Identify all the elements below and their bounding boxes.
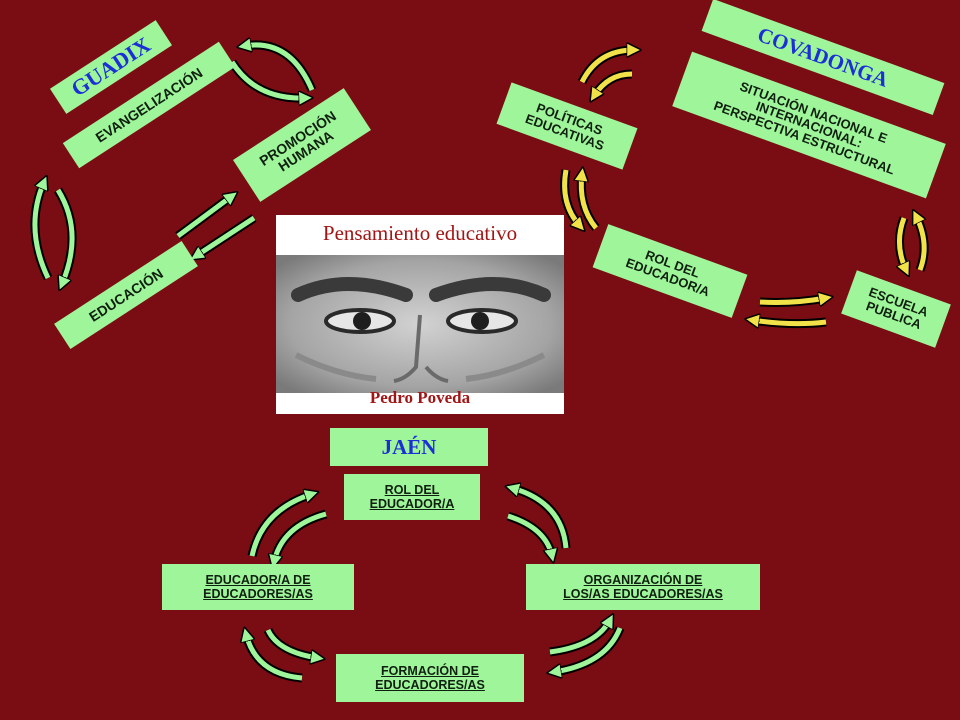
arrow-escuela-situacion — [916, 216, 929, 272]
jaen-formacion-box: FORMACIÓN DE EDUCADORES/AS — [336, 654, 524, 702]
portrait-face-sketch — [276, 255, 564, 393]
arrow-evangelizacion-promocion — [244, 45, 317, 92]
arrow-formacion-organizacion — [549, 620, 610, 657]
arrow-educador-formacion — [263, 627, 318, 658]
arrow-situacion-politicas — [594, 69, 633, 96]
jaen-educador-box: EDUCADOR/A DE EDUCADORES/AS — [162, 564, 354, 610]
arrow-rol-educador — [274, 509, 328, 562]
arrow-rol-politicas — [581, 174, 600, 231]
jaen-title: JAÉN — [330, 428, 488, 466]
arrow-organizacion-formacion — [554, 626, 625, 672]
center-name: Pedro Poveda — [369, 388, 471, 407]
arrow-politicas-rol — [560, 169, 580, 226]
arrow-educacion-promocion — [175, 196, 232, 240]
portrait-image — [276, 255, 564, 393]
arrow-organizacion-rol — [512, 488, 571, 549]
arrow-evangelizacion-educacion — [54, 187, 77, 284]
arrow-rol-escuela — [759, 298, 826, 307]
arrow-promocion-educacion — [196, 214, 257, 256]
arrow-formacion-educador — [246, 634, 303, 683]
jaen-rol-box: ROL DEL EDUCADOR/A — [344, 474, 480, 520]
arrow-educacion-evangelizacion — [30, 182, 53, 280]
arrow-promocion-evangelizacion — [228, 59, 306, 98]
arrow-politicas-situacion — [577, 50, 634, 85]
arrow-educador-rol — [247, 494, 312, 558]
arrow-rol-organizacion — [506, 511, 552, 556]
jaen-organizacion-box: ORGANIZACIÓN DE LOS/AS EDUCADORES/AS — [526, 564, 760, 610]
arrow-escuela-rol — [752, 320, 827, 324]
center-card: Pensamiento educativo — [276, 215, 564, 414]
center-title: Pensamiento educativo — [322, 221, 518, 245]
arrow-situacion-escuela — [895, 216, 906, 270]
